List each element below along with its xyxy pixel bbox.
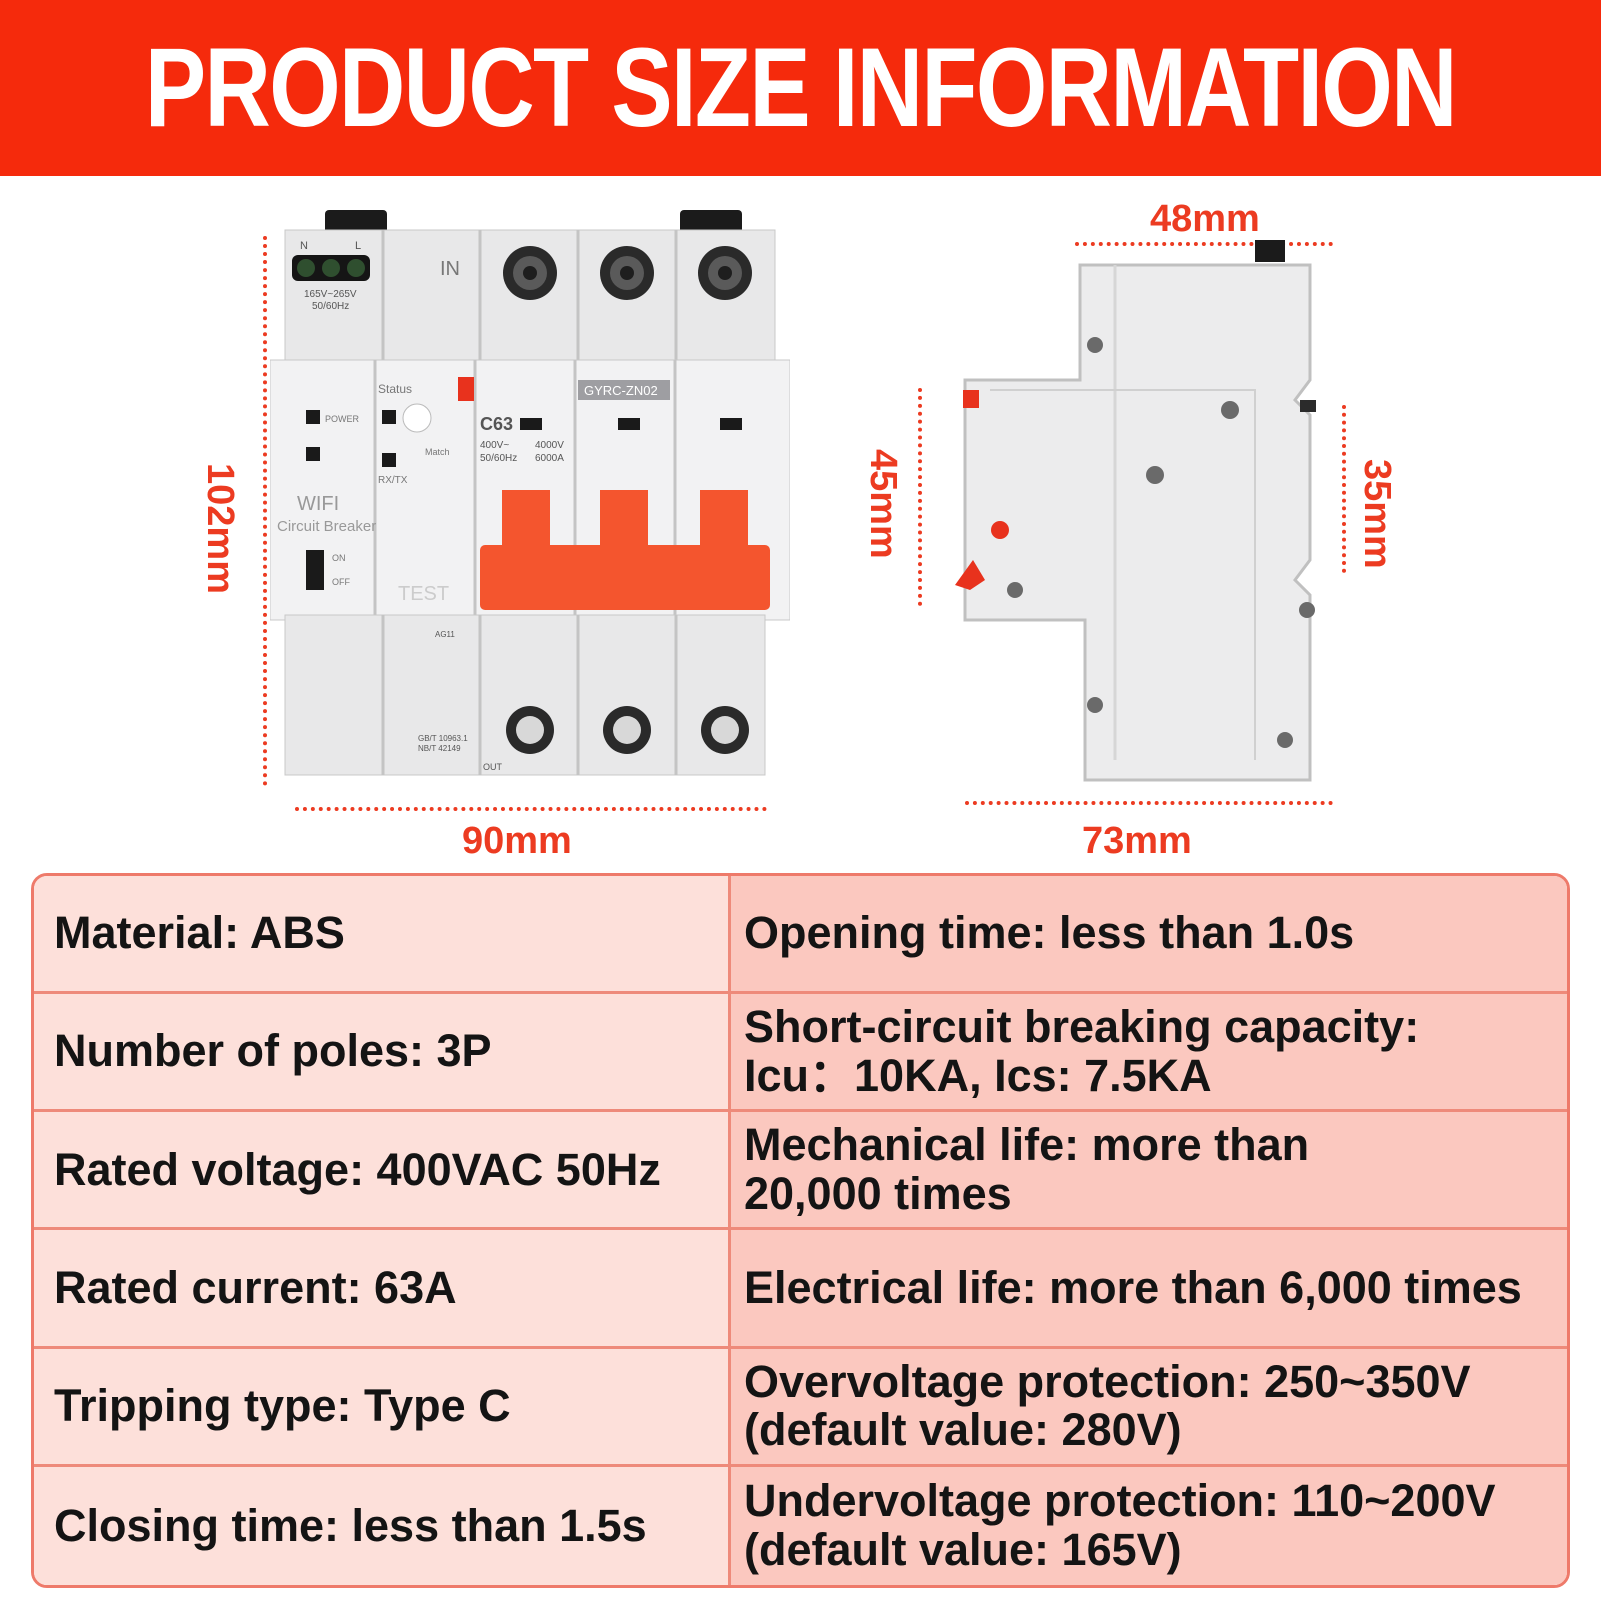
spec-cell: Opening time: less than 1.0s — [731, 876, 1567, 995]
breaker-label: Circuit Breaker — [277, 518, 376, 535]
title-banner: PRODUCT SIZE INFORMATION — [0, 0, 1601, 176]
front-width-line — [295, 807, 767, 811]
side-bottom-width-line — [965, 801, 1333, 805]
spec-cell: Rated voltage: 400VAC 50Hz — [34, 1112, 731, 1231]
rating-label: C63 — [480, 414, 513, 434]
model-label: GYRC-ZN02 — [584, 383, 658, 398]
wifi-label: WIFI — [297, 493, 339, 515]
status-label: Status — [378, 382, 412, 396]
spec-cell: Closing time: less than 1.5s — [34, 1466, 731, 1585]
ag-label: AG11 — [435, 630, 455, 639]
rxtx-label: RX/TX — [378, 475, 408, 486]
front-width-label: 90mm — [462, 820, 572, 862]
breaker-side-view — [955, 240, 1316, 782]
spec-cell: Electrical life: more than 6,000 times — [731, 1230, 1567, 1349]
terminal-n-label: N — [300, 240, 308, 252]
spec-cell: Material: ABS — [34, 876, 731, 995]
side-left-height-label: 45mm — [862, 449, 904, 559]
supply-line1: 165V~265V — [304, 289, 357, 300]
breaker-front-view: N L 165V~265V 50/60Hz IN Status POWER Ma… — [270, 210, 790, 776]
voltage-line1: 400V~ — [480, 440, 509, 451]
front-height-line — [263, 236, 267, 786]
match-label: Match — [425, 447, 450, 457]
page-title: PRODUCT SIZE INFORMATION — [145, 25, 1458, 150]
on-label: ON — [332, 553, 346, 563]
voltage-line2: 50/60Hz — [480, 453, 517, 464]
supply-line2: 50/60Hz — [312, 301, 349, 312]
capacity-line1: 4000V — [535, 440, 564, 451]
side-left-height-line — [918, 388, 922, 606]
off-label: OFF — [332, 577, 350, 587]
side-right-height-label: 35mm — [1356, 459, 1398, 569]
side-bottom-width-label: 73mm — [1082, 820, 1192, 862]
spec-cell: Overvoltage protection: 250~350V (defaul… — [731, 1348, 1567, 1467]
std-line2: NB/T 42149 — [418, 744, 461, 753]
in-label: IN — [440, 258, 460, 280]
spec-cell: Mechanical life: more than 20,000 times — [731, 1112, 1567, 1231]
spec-cell: Undervoltage protection: 110~200V (defau… — [731, 1466, 1567, 1585]
spec-cell: Rated current: 63A — [34, 1230, 731, 1349]
terminal-l-label: L — [355, 240, 361, 252]
side-right-height-line — [1342, 405, 1346, 573]
side-top-width-line — [1075, 242, 1333, 246]
capacity-line2: 6000A — [535, 453, 564, 464]
out-label: OUT — [483, 762, 503, 772]
std-line1: GB/T 10963.1 — [418, 734, 468, 743]
spec-cell: Tripping type: Type C — [34, 1348, 731, 1467]
front-height-label: 102mm — [199, 463, 241, 594]
spec-cell: Number of poles: 3P — [34, 994, 731, 1113]
power-label: POWER — [325, 414, 360, 424]
side-top-width-label: 48mm — [1150, 198, 1260, 240]
spec-table: Material: ABS Opening time: less than 1.… — [31, 873, 1570, 1588]
test-label: TEST — [398, 583, 449, 605]
spec-cell: Short-circuit breaking capacity: Icu：10K… — [731, 994, 1567, 1113]
